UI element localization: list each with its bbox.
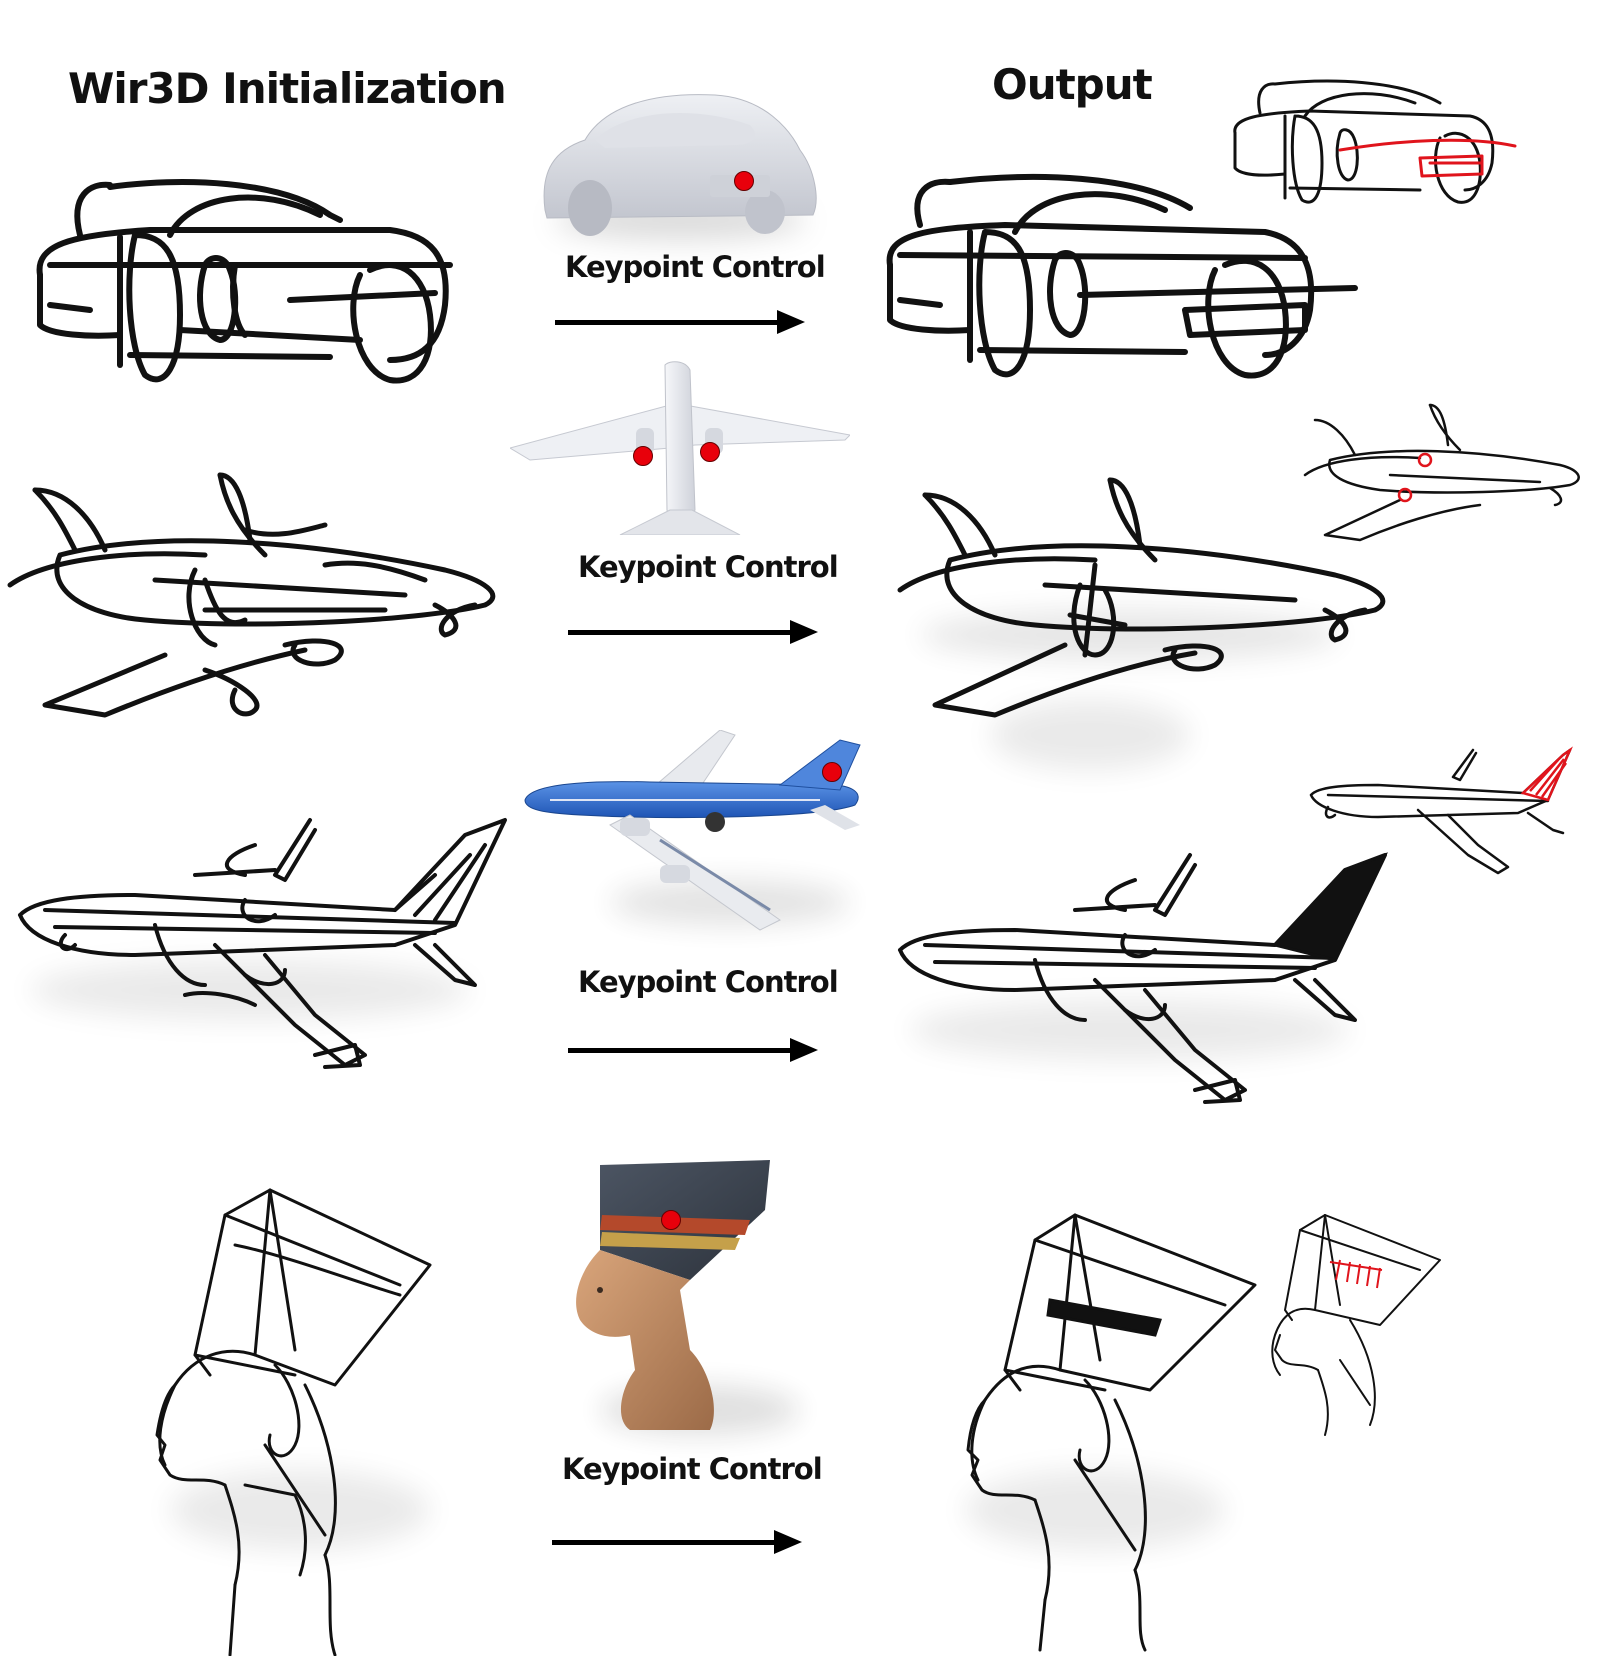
car-3d-model bbox=[535, 90, 820, 240]
car-output-sketch bbox=[886, 173, 1358, 379]
car-output-thumbnail bbox=[1233, 79, 1517, 204]
airplane-white-3d-model bbox=[510, 360, 850, 535]
airplane-blue-output-thumbnail bbox=[1309, 746, 1573, 875]
airplane-blue-output-sketch bbox=[898, 852, 1388, 1104]
nefertiti-keypoint-dot bbox=[661, 1210, 681, 1230]
nefertiti-output-sketch bbox=[966, 1213, 1257, 1652]
nefertiti-keypoint-control-label: Keypoint Control bbox=[562, 1452, 823, 1486]
airplane-white-output-sketch bbox=[897, 477, 1386, 718]
airplane-white-output-thumbnail bbox=[1303, 403, 1580, 542]
nefertiti-init-sketch bbox=[155, 1188, 432, 1656]
airplane-blue-arrow-right-icon bbox=[568, 1038, 818, 1062]
output-header: Output bbox=[992, 60, 1153, 109]
airplane-blue-init-sketch bbox=[18, 818, 507, 1069]
airplane-blue-init-shadow bbox=[30, 960, 470, 1020]
nefertiti-arrow-right-icon bbox=[552, 1530, 802, 1554]
airplane-blue-3d-model bbox=[520, 730, 880, 940]
initialization-header: Wir3D Initialization bbox=[68, 64, 507, 113]
airplane-blue-keypoint-dot bbox=[822, 762, 842, 782]
car-keypoint-control-label: Keypoint Control bbox=[565, 250, 826, 284]
nefertiti-output-thumbnail bbox=[1271, 1214, 1441, 1436]
airplane-white-keypoint-dot-right bbox=[700, 442, 720, 462]
airplane-white-init-sketch bbox=[7, 472, 496, 718]
airplane-white-arrow-right-icon bbox=[568, 620, 818, 644]
car-init-sketch bbox=[36, 179, 453, 384]
airplane-white-keypoint-control-label: Keypoint Control bbox=[578, 550, 839, 584]
airplane-blue-keypoint-control-label: Keypoint Control bbox=[578, 965, 839, 999]
airplane-white-keypoint-dot-left bbox=[633, 446, 653, 466]
nefertiti-output-shadow bbox=[965, 1470, 1225, 1550]
car-arrow-right-icon bbox=[555, 310, 805, 334]
airplane-blue-output-shadow bbox=[910, 1000, 1350, 1060]
car-keypoint-dot bbox=[734, 171, 754, 191]
nefertiti-3d-model bbox=[570, 1160, 800, 1440]
